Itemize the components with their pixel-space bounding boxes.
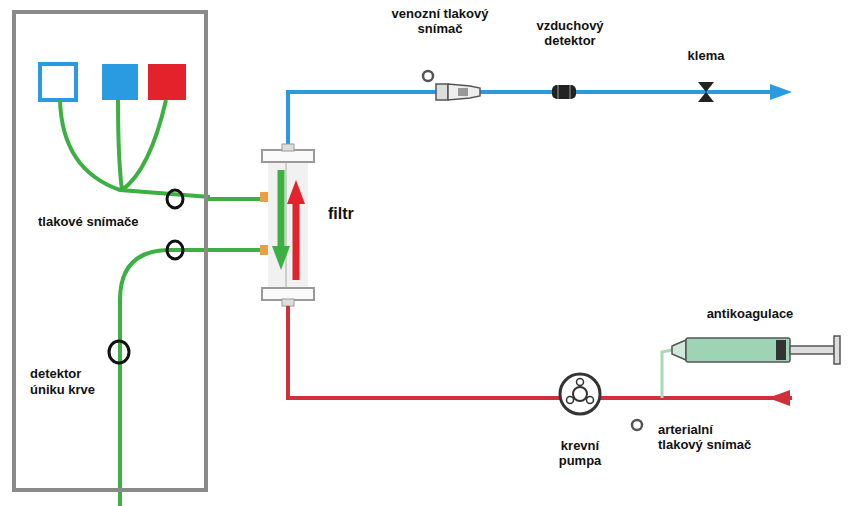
part-label: arterialní tlakový snímač [658, 422, 758, 452]
pressure-transducer [436, 84, 480, 100]
syringe [672, 336, 840, 364]
blood-pump [560, 374, 600, 414]
filter-body [260, 144, 314, 306]
air-detector [552, 85, 576, 99]
flow-arrow [287, 180, 305, 204]
pressure-line [60, 100, 210, 506]
pressure-line [204, 248, 260, 252]
part-label: klema [676, 48, 736, 63]
part-label: tlakové snímače [38, 214, 188, 230]
part-label: krevní pumpa [540, 438, 620, 468]
clamp [698, 82, 714, 102]
part-label: detektor úniku krve [30, 366, 114, 398]
pressure-display [102, 64, 138, 100]
filter: filtr [266, 158, 310, 292]
pressure-line [204, 197, 260, 201]
part-label: antikoagulace [690, 306, 810, 321]
sensor-ring [632, 420, 642, 430]
part-label: vzduchový detektor [520, 18, 620, 48]
pressure-display [40, 64, 76, 100]
flow-arrow [768, 390, 790, 406]
part-label: venozní tlakový snímač [390, 6, 490, 36]
machine-box: tlakové snímače detektor úniku krve [12, 10, 208, 492]
flow-arrow [272, 246, 290, 270]
flow-arrow [770, 84, 792, 100]
filter-label: filtr [328, 204, 388, 223]
pressure-display [148, 64, 186, 100]
sensor-ring [423, 71, 433, 81]
